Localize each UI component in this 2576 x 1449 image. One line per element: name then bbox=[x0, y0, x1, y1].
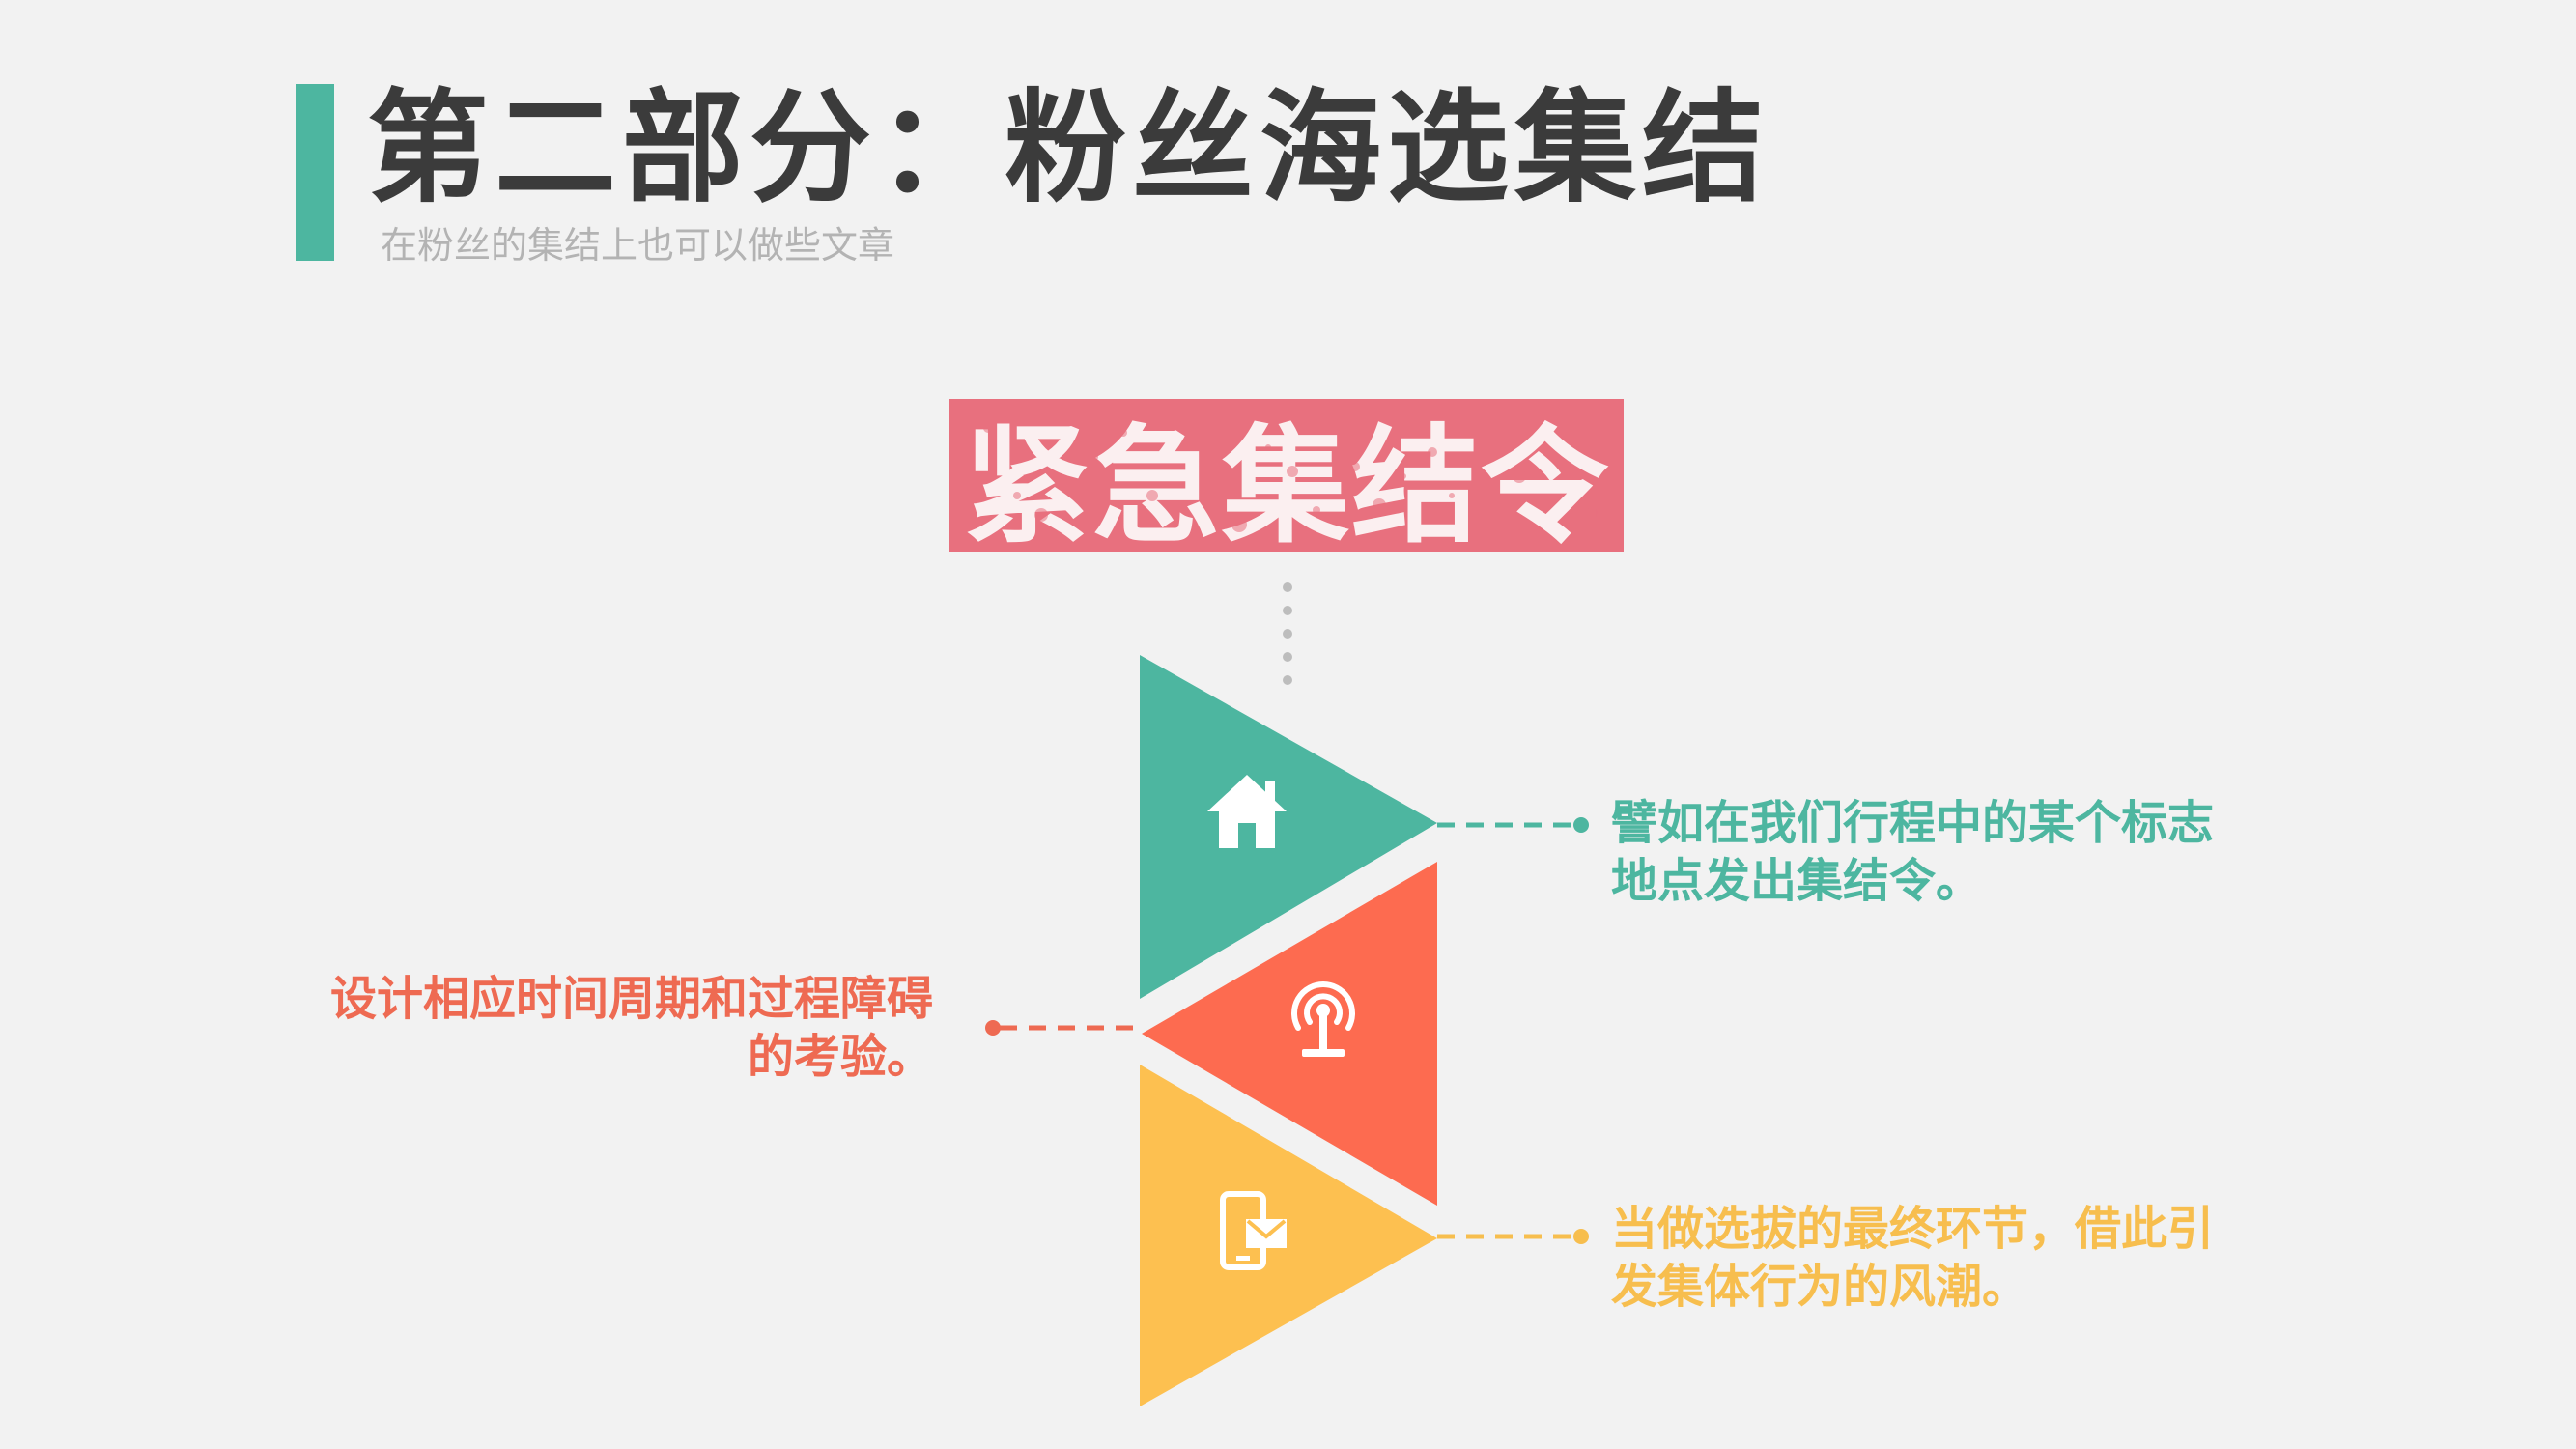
mobile-message-icon bbox=[1220, 1191, 1287, 1270]
home-icon bbox=[1207, 775, 1287, 848]
step-2-leader bbox=[985, 1020, 1145, 1036]
title-accent-bar bbox=[296, 84, 334, 261]
step-3-leader bbox=[1437, 1229, 1589, 1244]
page-subtitle: 在粉丝的集结上也可以做些文章 bbox=[381, 224, 895, 267]
step-1-description: 譬如在我们行程中的某个标志地点发出集结令。 bbox=[1611, 796, 2215, 908]
triangle-diagram bbox=[1140, 655, 1437, 1406]
step-3-description: 当做选拔的最终环节，借此引发集体行为的风潮。 bbox=[1611, 1202, 2215, 1314]
step-2-description: 设计相应时间周期和过程障碍的考验。 bbox=[329, 972, 933, 1084]
broadcast-icon bbox=[1291, 981, 1355, 1057]
page-title: 第二部分：粉丝海选集结 bbox=[367, 76, 1769, 219]
badge-connector bbox=[1283, 582, 1292, 685]
step-1-triangle bbox=[1140, 655, 1437, 999]
grunge-texture bbox=[983, 422, 1598, 532]
step-1-leader bbox=[1437, 817, 1589, 833]
emergency-rally-badge: 紧急集结令 bbox=[949, 399, 1624, 552]
badge-text: 紧急集结令 bbox=[963, 412, 1610, 553]
step-3-triangle bbox=[1140, 1065, 1437, 1406]
step-2-triangle bbox=[1142, 862, 1437, 1206]
